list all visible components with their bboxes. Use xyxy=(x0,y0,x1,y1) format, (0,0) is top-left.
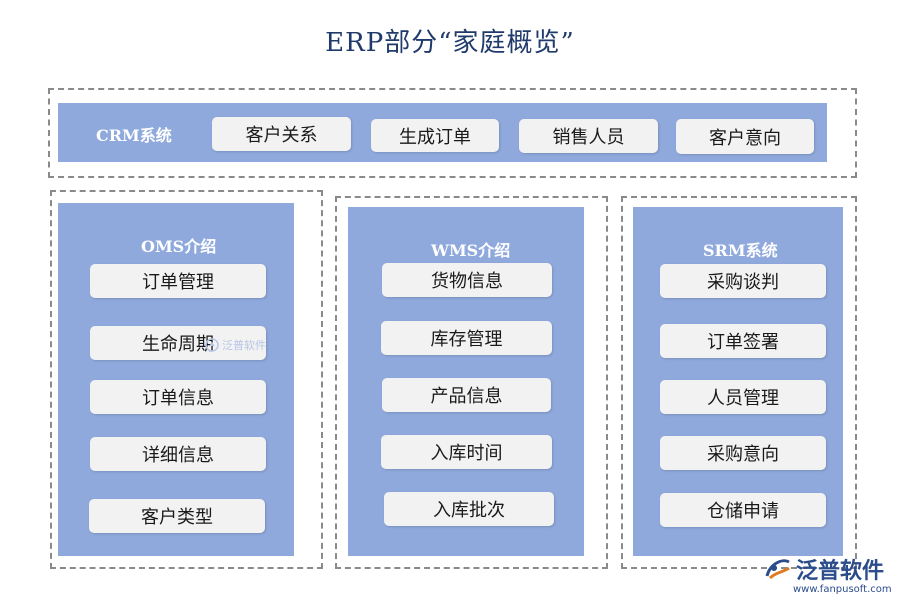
srm-item-5: 仓储申请 xyxy=(660,493,826,527)
wms-item-3: 产品信息 xyxy=(382,378,551,412)
oms-item-5: 客户类型 xyxy=(89,499,265,533)
oms-title: OMS介绍 xyxy=(141,237,217,256)
oms-panel: OMS介绍 xyxy=(58,203,294,556)
crm-dashed-frame xyxy=(48,88,857,178)
wms-item-1: 货物信息 xyxy=(382,263,552,297)
wms-item-5: 入库批次 xyxy=(384,492,554,526)
wms-title: WMS介绍 xyxy=(431,241,511,260)
crm-title: CRM系统 xyxy=(96,126,172,145)
brand-name: 泛普软件 xyxy=(796,559,885,584)
crm-item-2: 生成订单 xyxy=(371,119,499,152)
srm-item-3: 人员管理 xyxy=(660,380,826,414)
wms-item-4: 入库时间 xyxy=(381,435,552,469)
brand-logo: 泛普软件 xyxy=(764,553,884,585)
crm-item-4: 客户意向 xyxy=(676,119,814,154)
oms-item-4: 详细信息 xyxy=(90,437,266,471)
srm-dashed-frame xyxy=(621,196,857,569)
watermark-logo-icon xyxy=(205,338,219,352)
srm-item-4: 采购意向 xyxy=(660,436,826,470)
wms-item-2: 库存管理 xyxy=(381,321,552,355)
watermark-text: 泛普软件 xyxy=(222,339,266,352)
srm-item-2: 订单签署 xyxy=(660,324,826,358)
srm-item-1: 采购谈判 xyxy=(660,264,826,298)
srm-title: SRM系统 xyxy=(703,241,778,260)
oms-item-2: 生命周期 xyxy=(90,326,266,360)
watermark: 泛普软件 xyxy=(205,337,266,353)
page-title: ERP部分“家庭概览” xyxy=(325,28,575,58)
wms-dashed-frame xyxy=(335,196,608,569)
brand-logo-icon xyxy=(765,559,790,580)
oms-dashed-frame xyxy=(50,190,323,569)
crm-item-3: 销售人员 xyxy=(519,119,658,153)
oms-item-1: 订单管理 xyxy=(90,264,266,298)
oms-item-3: 订单信息 xyxy=(90,380,266,414)
brand-url: www.fanpusoft.com xyxy=(793,584,892,595)
crm-item-1: 客户关系 xyxy=(212,117,351,151)
